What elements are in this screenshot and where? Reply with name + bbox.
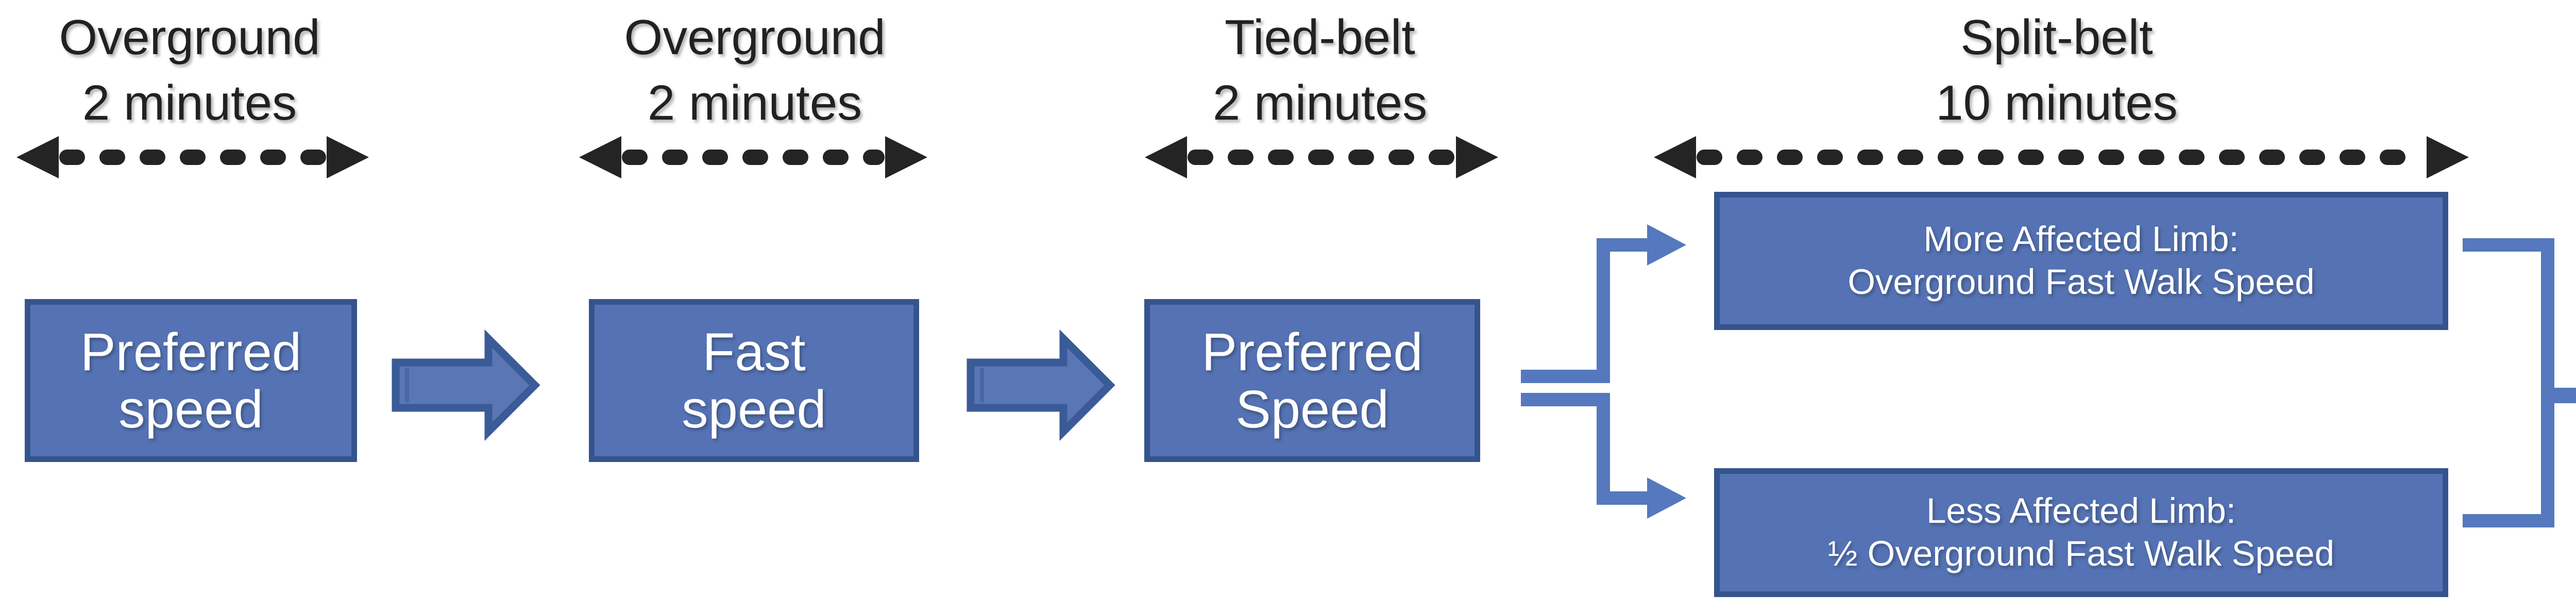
phase-duration: 2 minutes <box>647 75 862 130</box>
box-text-line: speed <box>682 379 826 439</box>
merge-connector <box>2463 238 2576 527</box>
split-box-more-affected-limb: More Affected Limb: Overground Fast Walk… <box>1714 192 2448 330</box>
box-text-line: speed <box>118 379 263 439</box>
split-arrowhead-bottom-icon <box>1647 477 1686 519</box>
timeline-double-arrow-icon-4 <box>1654 136 2469 178</box>
phase-duration: 10 minutes <box>1936 75 2178 130</box>
phase-label-overground-1: Overground 2 minutes <box>0 5 473 136</box>
timeline-double-arrow-icon-2 <box>579 136 927 178</box>
phase-label-overground-2: Overground 2 minutes <box>471 5 1038 136</box>
box-text-line: Preferred <box>80 322 302 382</box>
phase-label-split-belt: Split-belt 10 minutes <box>1773 5 2340 136</box>
split-connector <box>1521 224 1686 519</box>
box-text-line: Preferred <box>1201 322 1423 382</box>
timeline-double-arrow-icon-3 <box>1145 136 1498 178</box>
box-text-line: Less Affected Limb: <box>1926 491 2236 531</box>
phase-condition: Split-belt <box>1960 10 2153 65</box>
step-box-preferred-speed-1: Preferred speed <box>25 299 357 462</box>
step-box-fast-speed: Fast speed <box>589 299 919 462</box>
box-text-line: Fast <box>702 322 806 382</box>
timeline-double-arrow-icon-1 <box>16 136 369 178</box>
box-text-line: Speed <box>1235 379 1389 439</box>
box-text-line: Overground Fast Walk Speed <box>1848 262 2315 302</box>
phase-condition: Tied-belt <box>1225 10 1415 65</box>
flow-block-arrow-icon-2 <box>967 329 1115 441</box>
split-box-less-affected-limb: Less Affected Limb: ½ Overground Fast Wa… <box>1714 468 2448 597</box>
box-text-line: More Affected Limb: <box>1923 219 2239 259</box>
step-box-preferred-speed-2: Preferred Speed <box>1144 299 1480 462</box>
phase-label-tied-belt-1: Tied-belt 2 minutes <box>1037 5 1603 136</box>
phase-condition: Overground <box>624 10 886 65</box>
phase-condition: Overground <box>59 10 320 65</box>
flow-block-arrow-icon-1 <box>392 329 540 441</box>
split-arrowhead-top-icon <box>1647 224 1686 266</box>
phase-duration: 2 minutes <box>82 75 297 130</box>
box-text-line: ½ Overground Fast Walk Speed <box>1827 534 2335 573</box>
phase-duration: 2 minutes <box>1212 75 1428 130</box>
